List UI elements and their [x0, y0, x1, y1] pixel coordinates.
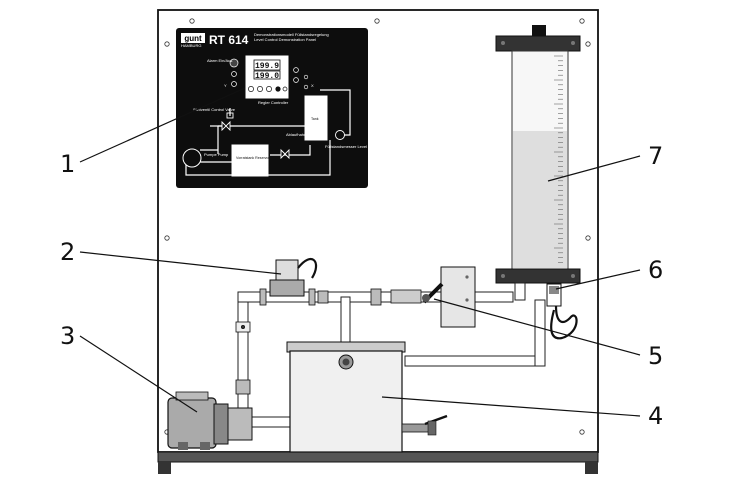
reservoir-icon [231, 144, 269, 177]
base-stand [157, 451, 599, 474]
brand-subtitle: HAMBURG [181, 43, 201, 48]
pump-motor [167, 391, 253, 450]
callout-7: 7 [648, 142, 663, 170]
callout-leaders [79, 87, 641, 417]
level-scale [554, 55, 563, 263]
controller-label: Regler Controller [258, 100, 289, 105]
gunt-logo [181, 33, 205, 43]
reservoir-tank [286, 341, 448, 453]
level-sensor-icon [335, 130, 345, 140]
solenoid-valve [269, 257, 318, 297]
callout-4: 4 [648, 402, 663, 430]
level-sensor-unit [546, 283, 578, 340]
schematic-panel: gunt HAMBURG RT 614 Demonstrationsmodell… [176, 28, 381, 188]
callout-1: 1 [60, 150, 75, 178]
alarm-lamp-icon [229, 58, 239, 68]
level-column [495, 25, 581, 284]
switch-icon [231, 81, 237, 87]
y-label: Y [224, 83, 227, 88]
brand-text: gunt [184, 34, 202, 43]
alarm-label: Alarm Ein/Aus [207, 58, 232, 63]
subtitle-en: Level Control Demonstration Panel [254, 37, 316, 42]
controller-display-top: 199.9 [255, 62, 279, 71]
valve-label: Stellventil Control Valve [193, 107, 236, 112]
control-valve-icon [221, 112, 234, 132]
board-screws [164, 18, 591, 435]
pipe-fittings [235, 288, 422, 395]
tank-label: Tank [311, 117, 319, 121]
x-label: X [311, 83, 314, 88]
callout-3: 3 [60, 322, 75, 350]
controller-unit: 199.9 199.0 [245, 55, 289, 99]
tank-icon [304, 95, 328, 141]
pump-label: Pumpe Pump [204, 152, 229, 157]
reservoir-label: Vorratstank Reservoir [236, 156, 271, 160]
drain-valve-icon [280, 148, 290, 160]
callout-5: 5 [648, 342, 663, 370]
controller-display-bottom: 199.0 [255, 72, 279, 81]
control-valve [422, 266, 476, 328]
callout-2: 2 [60, 238, 75, 266]
model-title: RT 614 [209, 33, 249, 47]
sensor-label: Füllstandsmesser Level Sensor [325, 144, 381, 149]
pump-icon [182, 148, 202, 168]
switch-icon [231, 71, 237, 77]
subtitle-de: Demonstrationsmodell Füllstandsregelung [254, 32, 329, 37]
callout-6: 6 [648, 256, 663, 284]
